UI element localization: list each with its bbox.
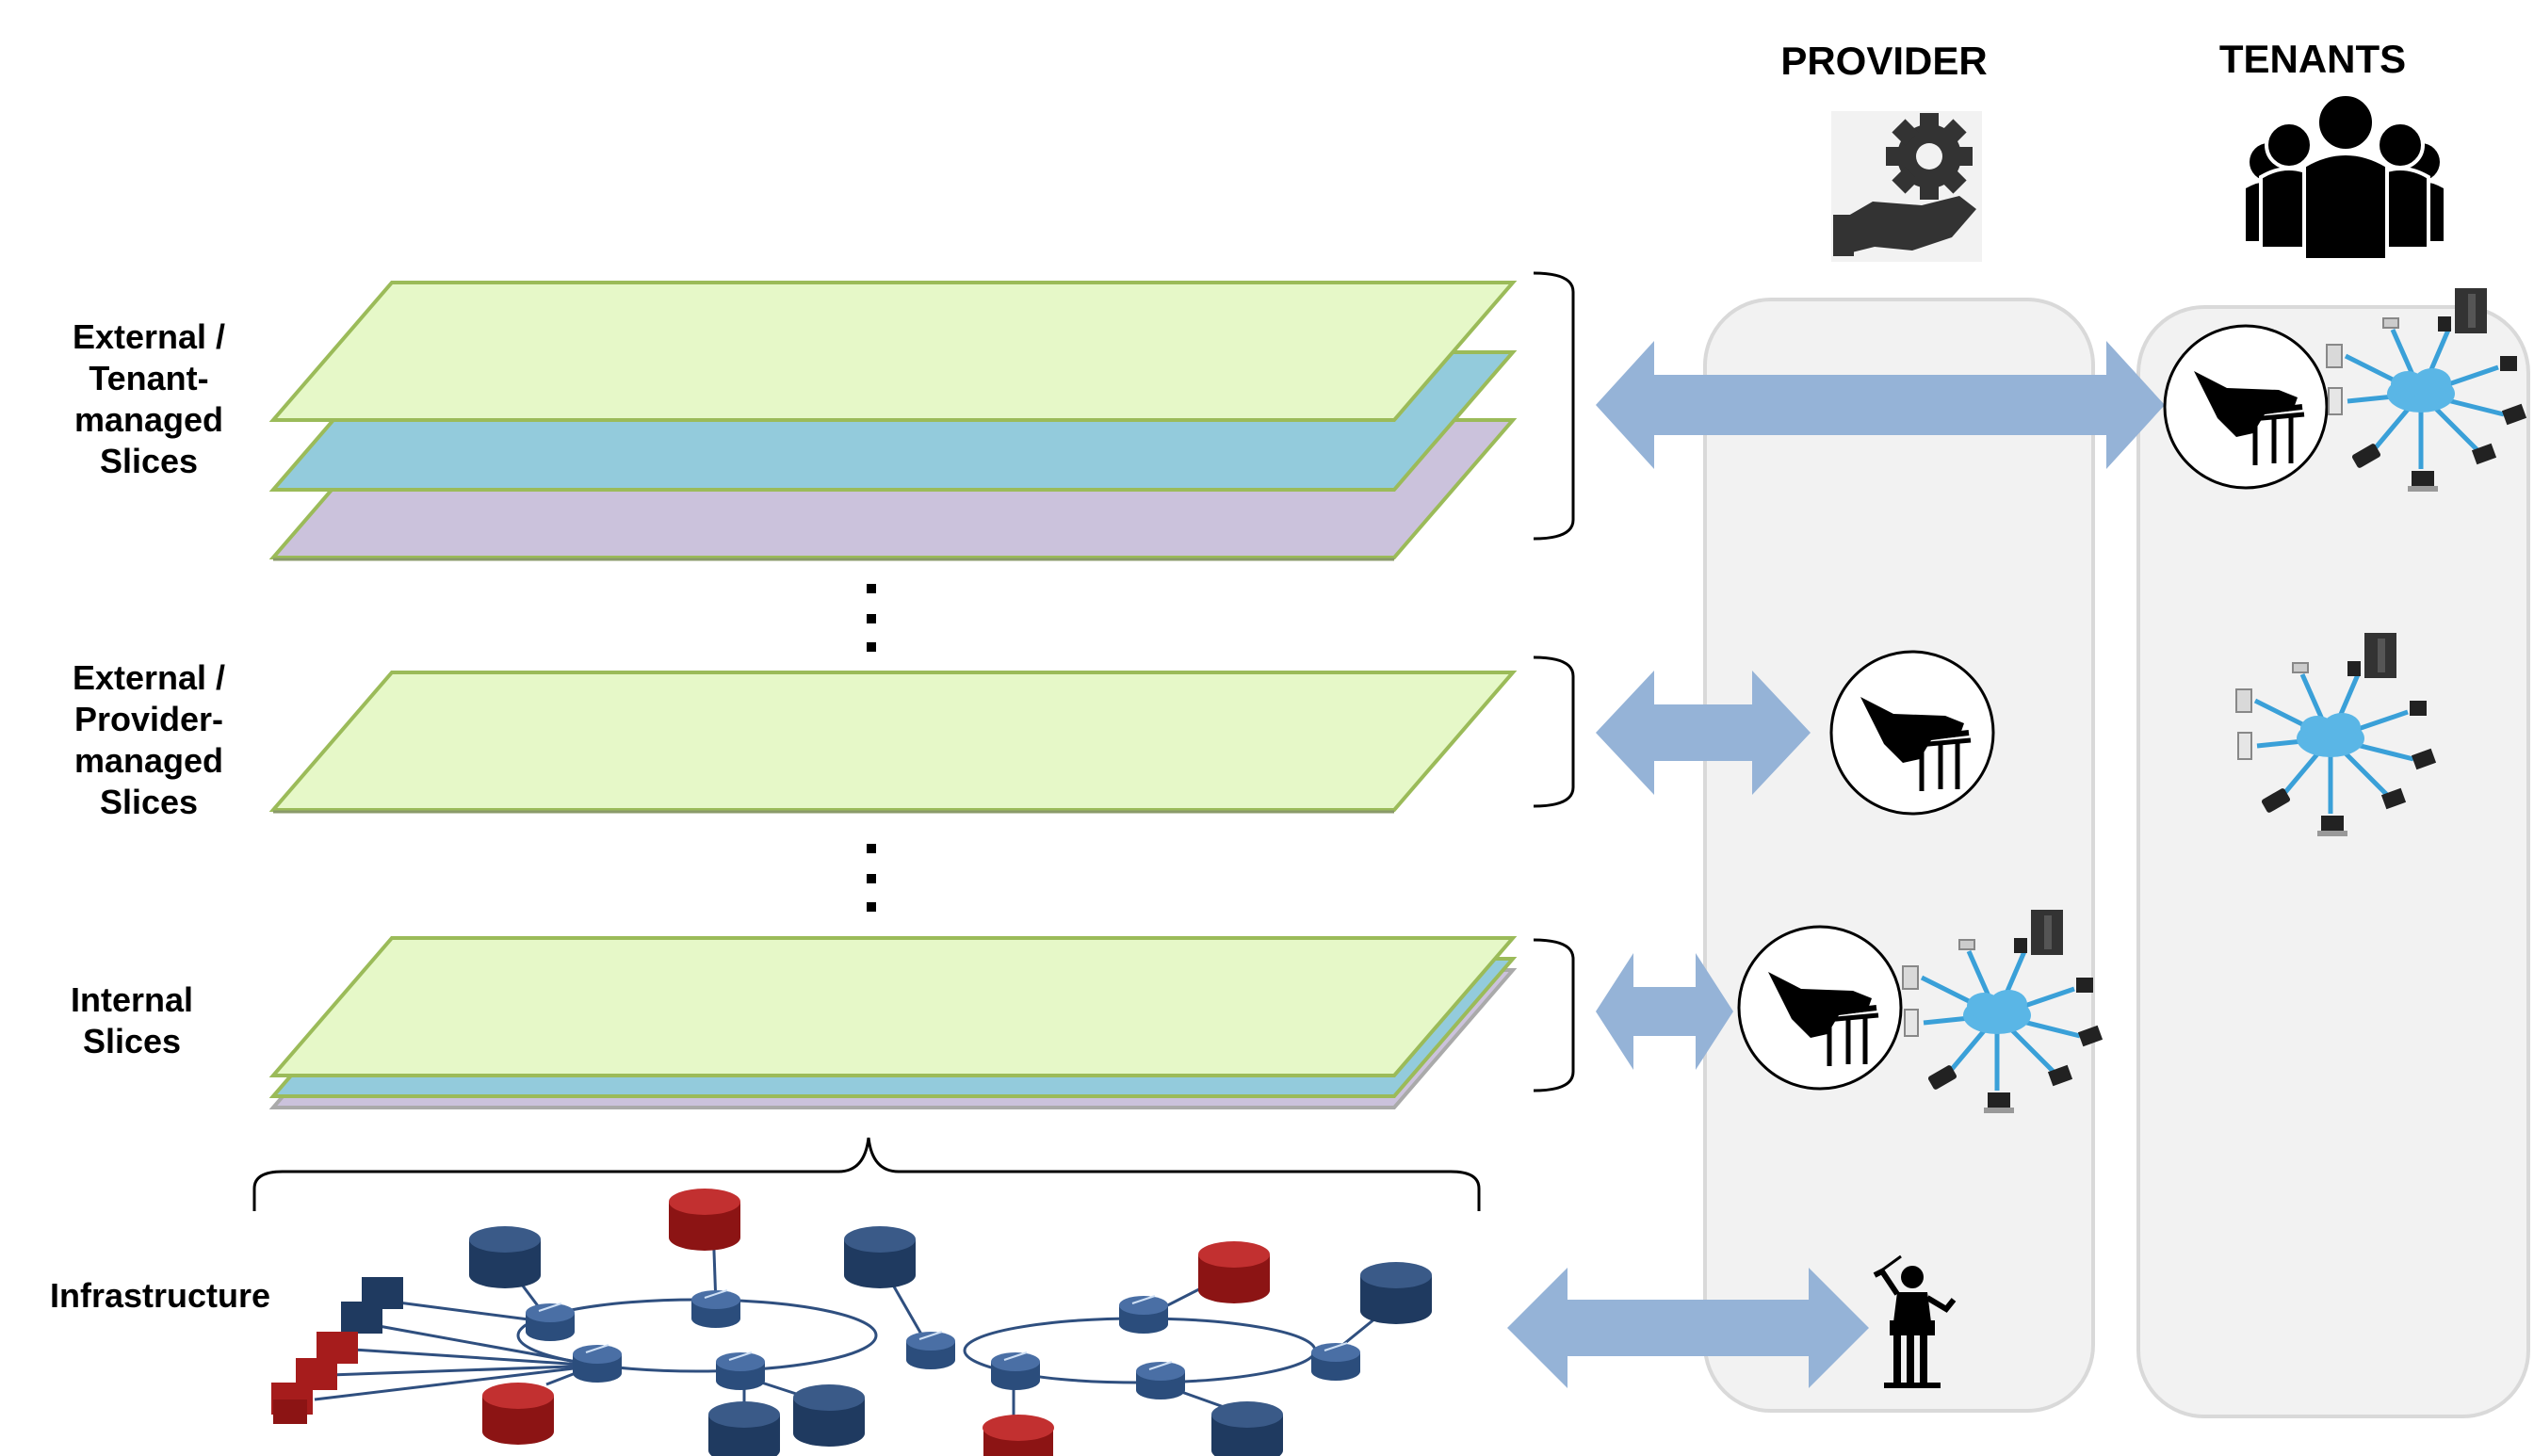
provider-managed-slice-stack (268, 671, 1518, 814)
right-brace-provider (1533, 655, 1575, 808)
tenant-controller-icon (2165, 326, 2327, 488)
right-brace-internal (1533, 938, 1575, 1092)
orchestra-conductor-icon (1873, 1254, 1957, 1388)
right-brace-tenant (1533, 271, 1575, 541)
tenant-managed-slices-label: External / Tenant- managed Slices (72, 317, 226, 480)
infrastructure-network (271, 1189, 1432, 1456)
gear-on-hand-icon (1831, 111, 1982, 262)
tenants-panel (2136, 305, 2530, 1418)
top-brace-infrastructure (252, 1137, 1481, 1211)
internal-slices-label: Internal Slices (70, 980, 194, 1060)
provider-managed-slices-label: External / Provider- managed Slices (72, 658, 226, 821)
group-of-people-icon (2246, 92, 2444, 262)
provider-controller-icon (1831, 652, 1993, 814)
internal-slice-stack (268, 936, 1518, 1109)
vertical-ellipsis-1 (867, 584, 876, 652)
tenant-managed-slice-stack (268, 281, 1518, 561)
provider-panel (1703, 298, 2095, 1413)
provider-column-title: PROVIDER (1780, 39, 1988, 83)
vertical-ellipsis-2 (867, 844, 876, 912)
infrastructure-label: Infrastructure (49, 1276, 271, 1315)
internal-controller-icon (1739, 927, 1901, 1089)
tenants-column-title: TENANTS (2218, 37, 2407, 81)
tenant-slice-arrow (1596, 341, 2165, 469)
infrastructure-arrow (1507, 1268, 1869, 1388)
internal-slice-arrow (1596, 953, 1733, 1070)
provider-slice-arrow (1596, 671, 1811, 795)
